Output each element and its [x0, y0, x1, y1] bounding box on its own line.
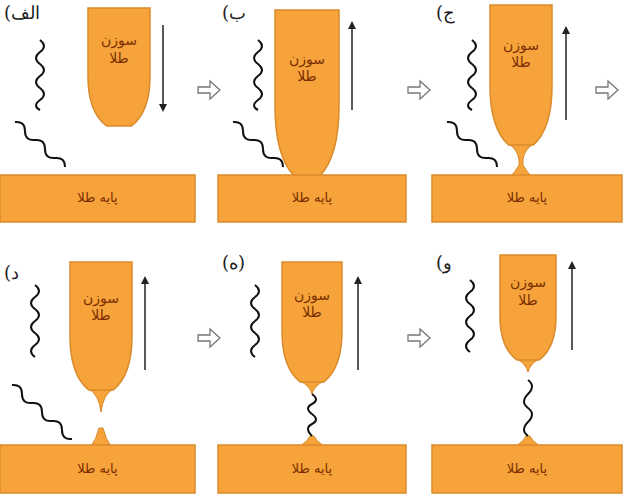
molecule [254, 40, 262, 110]
gold-needle: سوزن طلا [490, 5, 552, 145]
motion-arrow [351, 25, 353, 110]
gold-base: پایه طلا [0, 175, 195, 222]
gold-base: پایه طلا [218, 445, 406, 493]
molecule [251, 285, 259, 357]
motion-arrow [571, 265, 573, 350]
needle-label: سوزن طلا [290, 287, 334, 322]
base-outline [432, 175, 622, 222]
panel-label: الف) [4, 2, 40, 23]
molecule [466, 280, 474, 352]
gold-tip [517, 359, 539, 372]
motion-arrow [162, 25, 164, 108]
panel-label: ج) [436, 2, 455, 23]
panel-label: د) [4, 262, 19, 283]
needle-label: سوزن طلا [508, 274, 548, 309]
gold-base: پایه طلا [432, 445, 622, 493]
needle-outline [70, 262, 132, 390]
gold-base: پایه طلا [432, 175, 622, 222]
needle-shape [275, 10, 339, 176]
needle-label: سوزن طلا [498, 37, 544, 72]
molecule [36, 40, 44, 110]
base-outline [0, 175, 195, 222]
motion-arrow [144, 280, 146, 370]
needle-outline [88, 8, 150, 126]
base-label: پایه طلا [292, 190, 332, 206]
molecule [31, 285, 39, 357]
gold-needle: سوزن طلا [500, 255, 556, 360]
needle-label: سوزن طلا [96, 32, 142, 67]
needle-outline [282, 262, 342, 382]
step-arrow [408, 81, 430, 99]
needle-shape [282, 262, 342, 382]
step-arrow [596, 81, 618, 99]
panel-label: ب) [222, 2, 246, 23]
needle-label: سوزن طلا [78, 290, 124, 325]
molecule [12, 385, 72, 439]
base-label: پایه طلا [507, 190, 547, 206]
panel-label: و) [436, 252, 452, 273]
needle-shape [88, 8, 150, 126]
gold-needle: سوزن طلا [282, 262, 342, 382]
molecule [468, 40, 476, 110]
base-outline [218, 445, 406, 493]
step-arrow [198, 329, 220, 347]
molecule [15, 122, 65, 167]
base-label: پایه طلا [292, 461, 332, 477]
gold-needle: سوزن طلا [88, 8, 150, 126]
base-label: پایه طلا [77, 461, 117, 477]
needle-outline [490, 5, 552, 145]
gold-needle: سوزن طلا [275, 10, 339, 176]
step-arrow [408, 329, 430, 347]
molecule [308, 394, 316, 436]
molecule [447, 122, 497, 167]
gold-base: پایه طلا [0, 445, 195, 493]
gold-bump [91, 428, 111, 446]
gold-neck [509, 144, 533, 176]
needle-outline [275, 10, 339, 176]
gold-base: پایه طلا [218, 175, 406, 222]
needle-shape [490, 5, 552, 145]
base-outline [0, 445, 195, 493]
step-arrow [198, 81, 220, 99]
base-label: پایه طلا [77, 190, 117, 206]
panel-label: (ه) [222, 252, 245, 273]
motion-arrow [357, 280, 359, 370]
needle-label: سوزن طلا [283, 51, 331, 86]
gold-tip [89, 389, 113, 412]
needle-shape [70, 262, 132, 390]
base-label: پایه طلا [507, 461, 547, 477]
gold-tip [300, 381, 324, 394]
motion-arrow [565, 30, 567, 120]
base-outline [432, 445, 622, 493]
base-outline [218, 175, 406, 222]
needle-outline [500, 255, 556, 360]
molecule [524, 380, 532, 436]
gold-needle: سوزن طلا [70, 262, 132, 390]
